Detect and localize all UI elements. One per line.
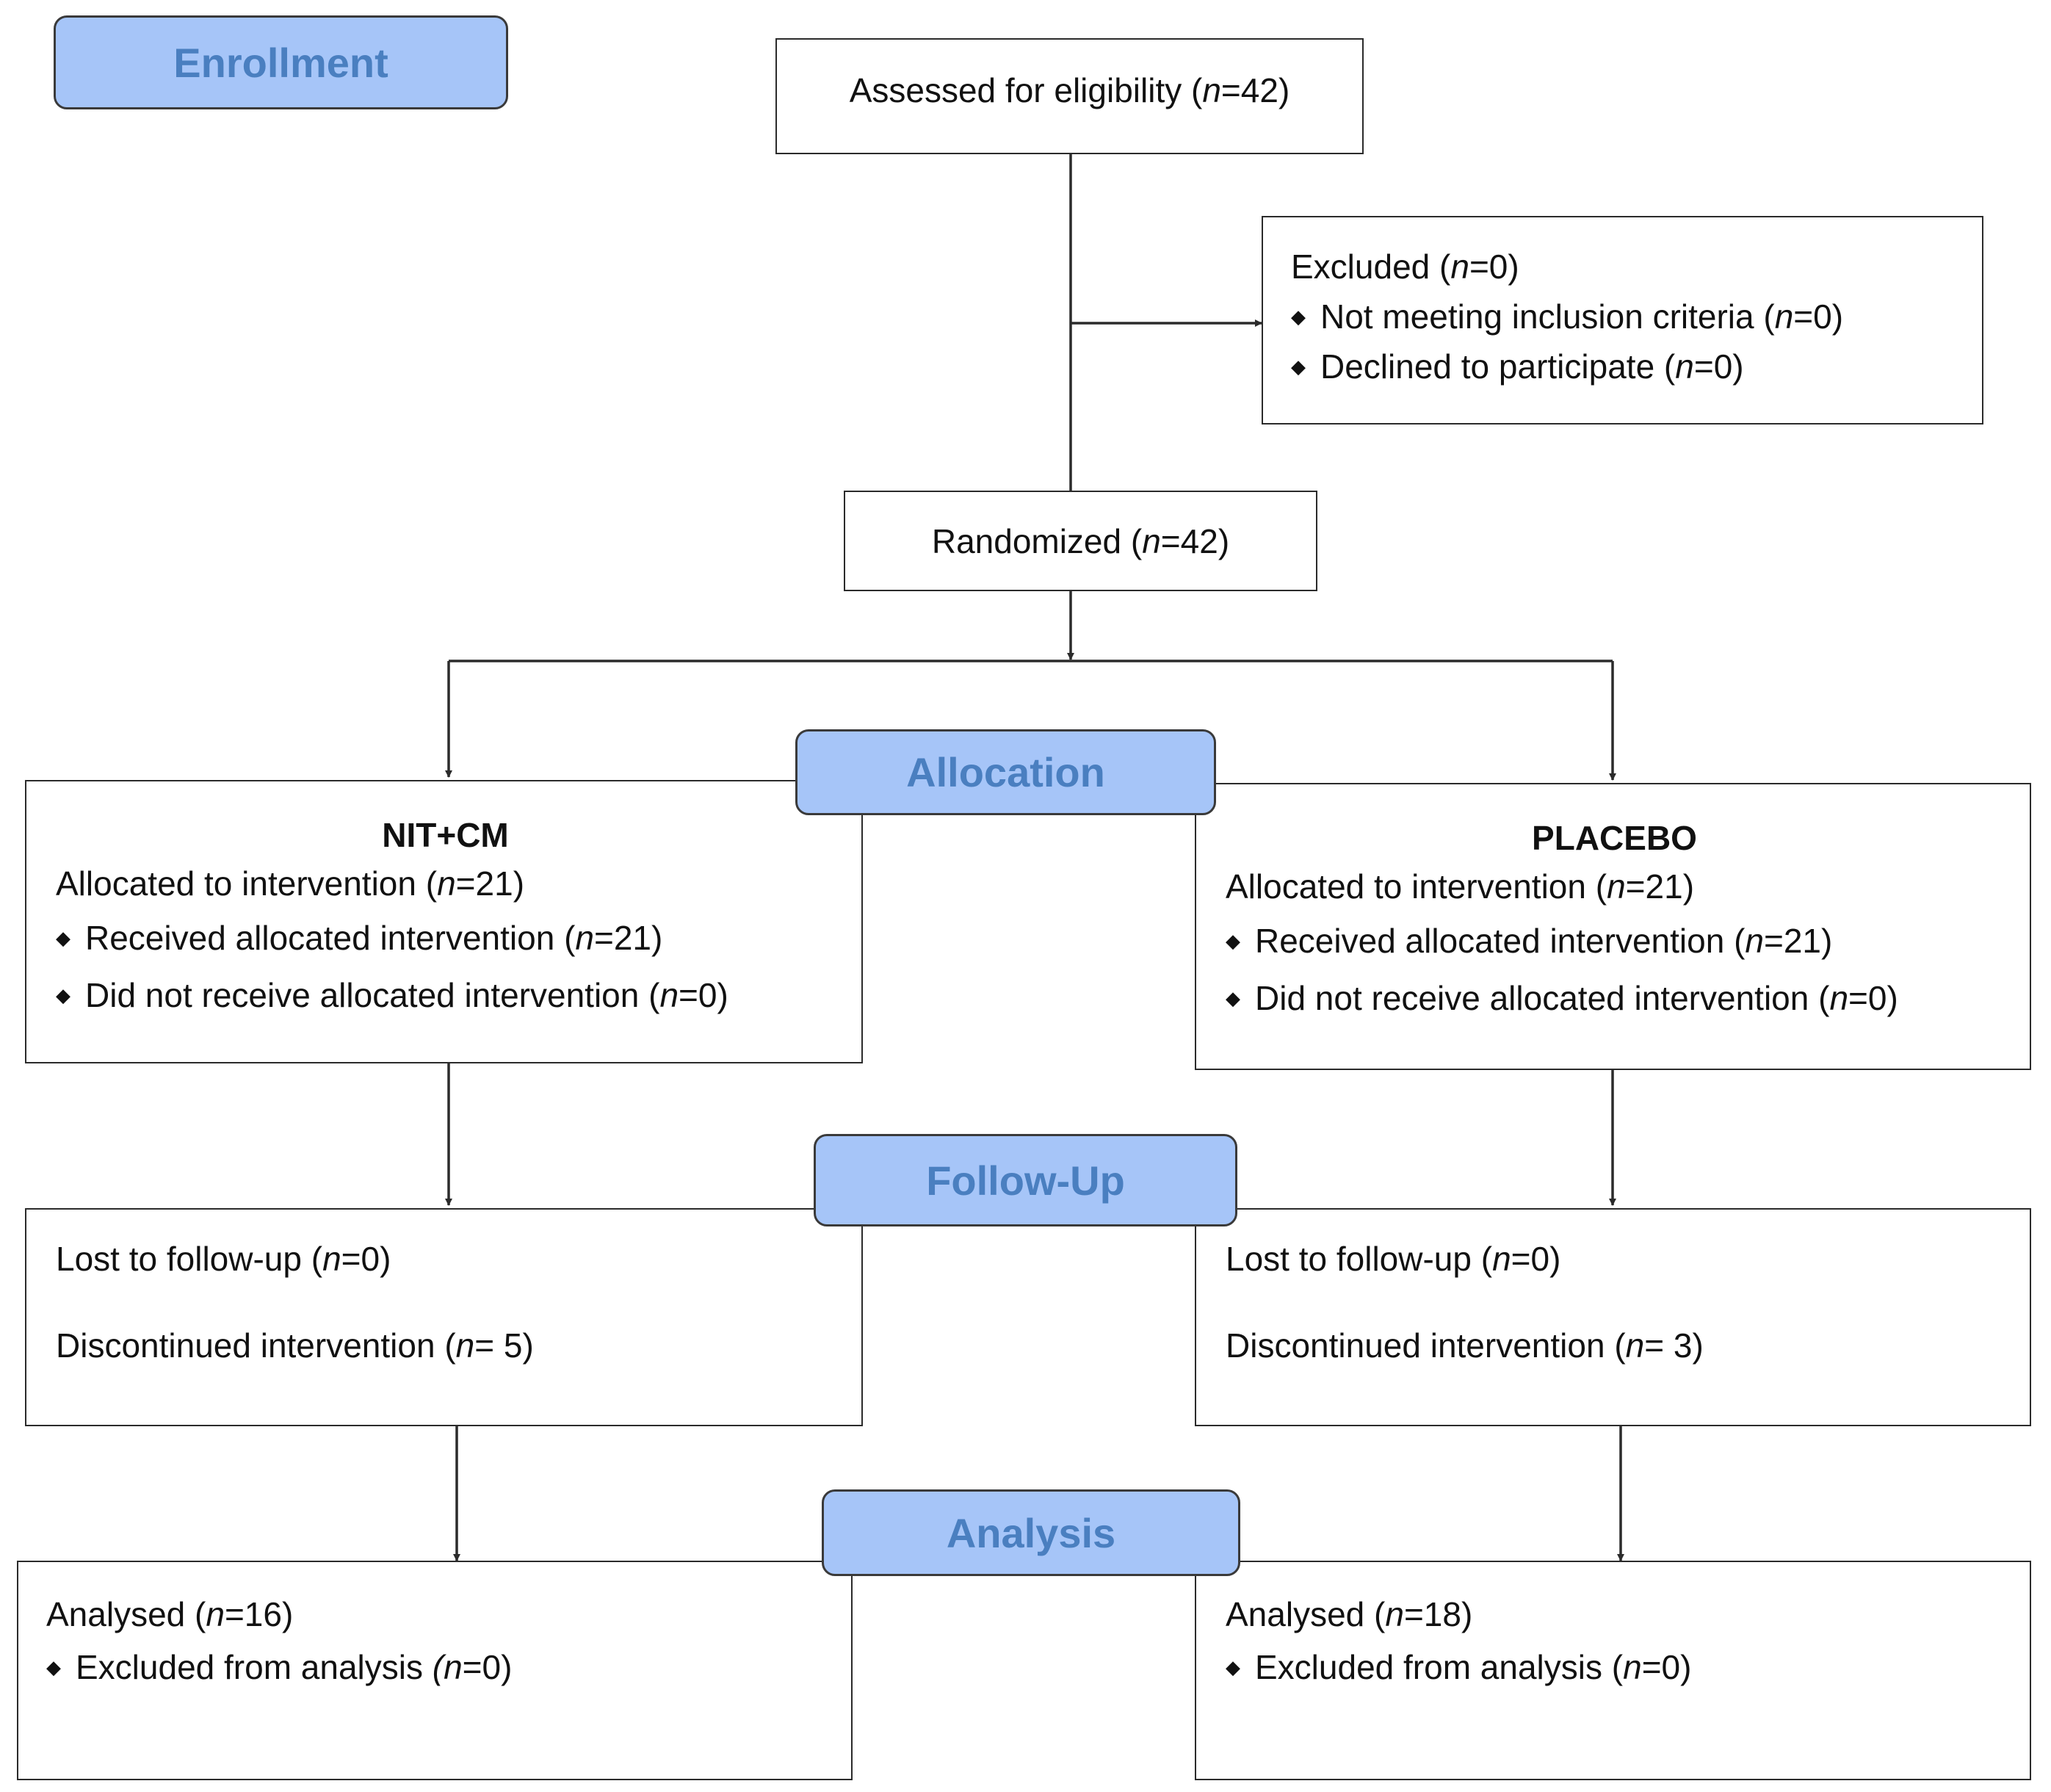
randomized-text: Randomized (n=42) xyxy=(931,522,1230,560)
arm-name-left: NIT+CM xyxy=(382,816,509,854)
diamond-bullet-icon: ◆ xyxy=(1226,986,1240,1009)
stage-follow-up-label: Follow-Up xyxy=(926,1157,1125,1204)
excluded-box: Excluded (n=0) ◆Not meeting inclusion cr… xyxy=(1262,216,1983,424)
allocation-box-right: PLACEBO Allocated to intervention (n=21)… xyxy=(1195,783,2031,1070)
excluded-title: Excluded (n=0) xyxy=(1291,248,1519,286)
diamond-bullet-icon: ◆ xyxy=(56,926,70,949)
allocation-box-left: NIT+CM Allocated to intervention (n=21) … xyxy=(25,780,863,1063)
stage-enrollment-label: Enrollment xyxy=(173,39,388,86)
followup-box-right: Lost to follow-up (n=0) Discontinued int… xyxy=(1195,1208,2031,1426)
excluded-analysis-right: ◆Excluded from analysis (n=0) xyxy=(1226,1648,1692,1686)
received-left: ◆Received allocated intervention (n=21) xyxy=(56,919,663,957)
diamond-bullet-icon: ◆ xyxy=(1226,929,1240,952)
lost-right: Lost to follow-up (n=0) xyxy=(1226,1240,1561,1278)
allocated-left: Allocated to intervention (n=21) xyxy=(56,864,525,903)
diamond-bullet-icon: ◆ xyxy=(1291,305,1306,328)
stage-allocation: Allocation xyxy=(795,729,1216,815)
stage-follow-up: Follow-Up xyxy=(814,1134,1237,1226)
followup-box-left: Lost to follow-up (n=0) Discontinued int… xyxy=(25,1208,863,1426)
excluded-item-declined: ◆Declined to participate (n=0) xyxy=(1291,347,1744,386)
analysed-left: Analysed (n=16) xyxy=(46,1595,294,1633)
assessed-box: Assessed for eligibility (n=42) xyxy=(775,38,1364,154)
analysis-box-right: Analysed (n=18) ◆Excluded from analysis … xyxy=(1195,1561,2031,1780)
received-right: ◆Received allocated intervention (n=21) xyxy=(1226,922,1833,960)
allocated-right: Allocated to intervention (n=21) xyxy=(1226,867,1695,906)
diamond-bullet-icon: ◆ xyxy=(1291,355,1306,377)
arm-name-right: PLACEBO xyxy=(1532,819,1697,857)
not-received-left: ◆Did not receive allocated intervention … xyxy=(56,976,728,1014)
stage-analysis-label: Analysis xyxy=(946,1509,1116,1556)
excluded-item-criteria: ◆Not meeting inclusion criteria (n=0) xyxy=(1291,297,1844,336)
stage-analysis: Analysis xyxy=(822,1489,1240,1576)
stage-allocation-label: Allocation xyxy=(906,749,1105,795)
analysis-box-left: Analysed (n=16) ◆Excluded from analysis … xyxy=(17,1561,853,1780)
lost-left: Lost to follow-up (n=0) xyxy=(56,1240,391,1278)
diamond-bullet-icon: ◆ xyxy=(56,983,70,1006)
discontinued-left: Discontinued intervention (n= 5) xyxy=(56,1326,534,1365)
not-received-right: ◆Did not receive allocated intervention … xyxy=(1226,979,1898,1017)
assessed-text: Assessed for eligibility (n=42) xyxy=(849,71,1290,109)
diamond-bullet-icon: ◆ xyxy=(1226,1655,1240,1678)
analysed-right: Analysed (n=18) xyxy=(1226,1595,1473,1633)
discontinued-right: Discontinued intervention (n= 3) xyxy=(1226,1326,1704,1365)
excluded-analysis-left: ◆Excluded from analysis (n=0) xyxy=(46,1648,513,1686)
stage-enrollment: Enrollment xyxy=(54,15,508,109)
randomized-box: Randomized (n=42) xyxy=(844,491,1317,591)
diamond-bullet-icon: ◆ xyxy=(46,1655,61,1678)
